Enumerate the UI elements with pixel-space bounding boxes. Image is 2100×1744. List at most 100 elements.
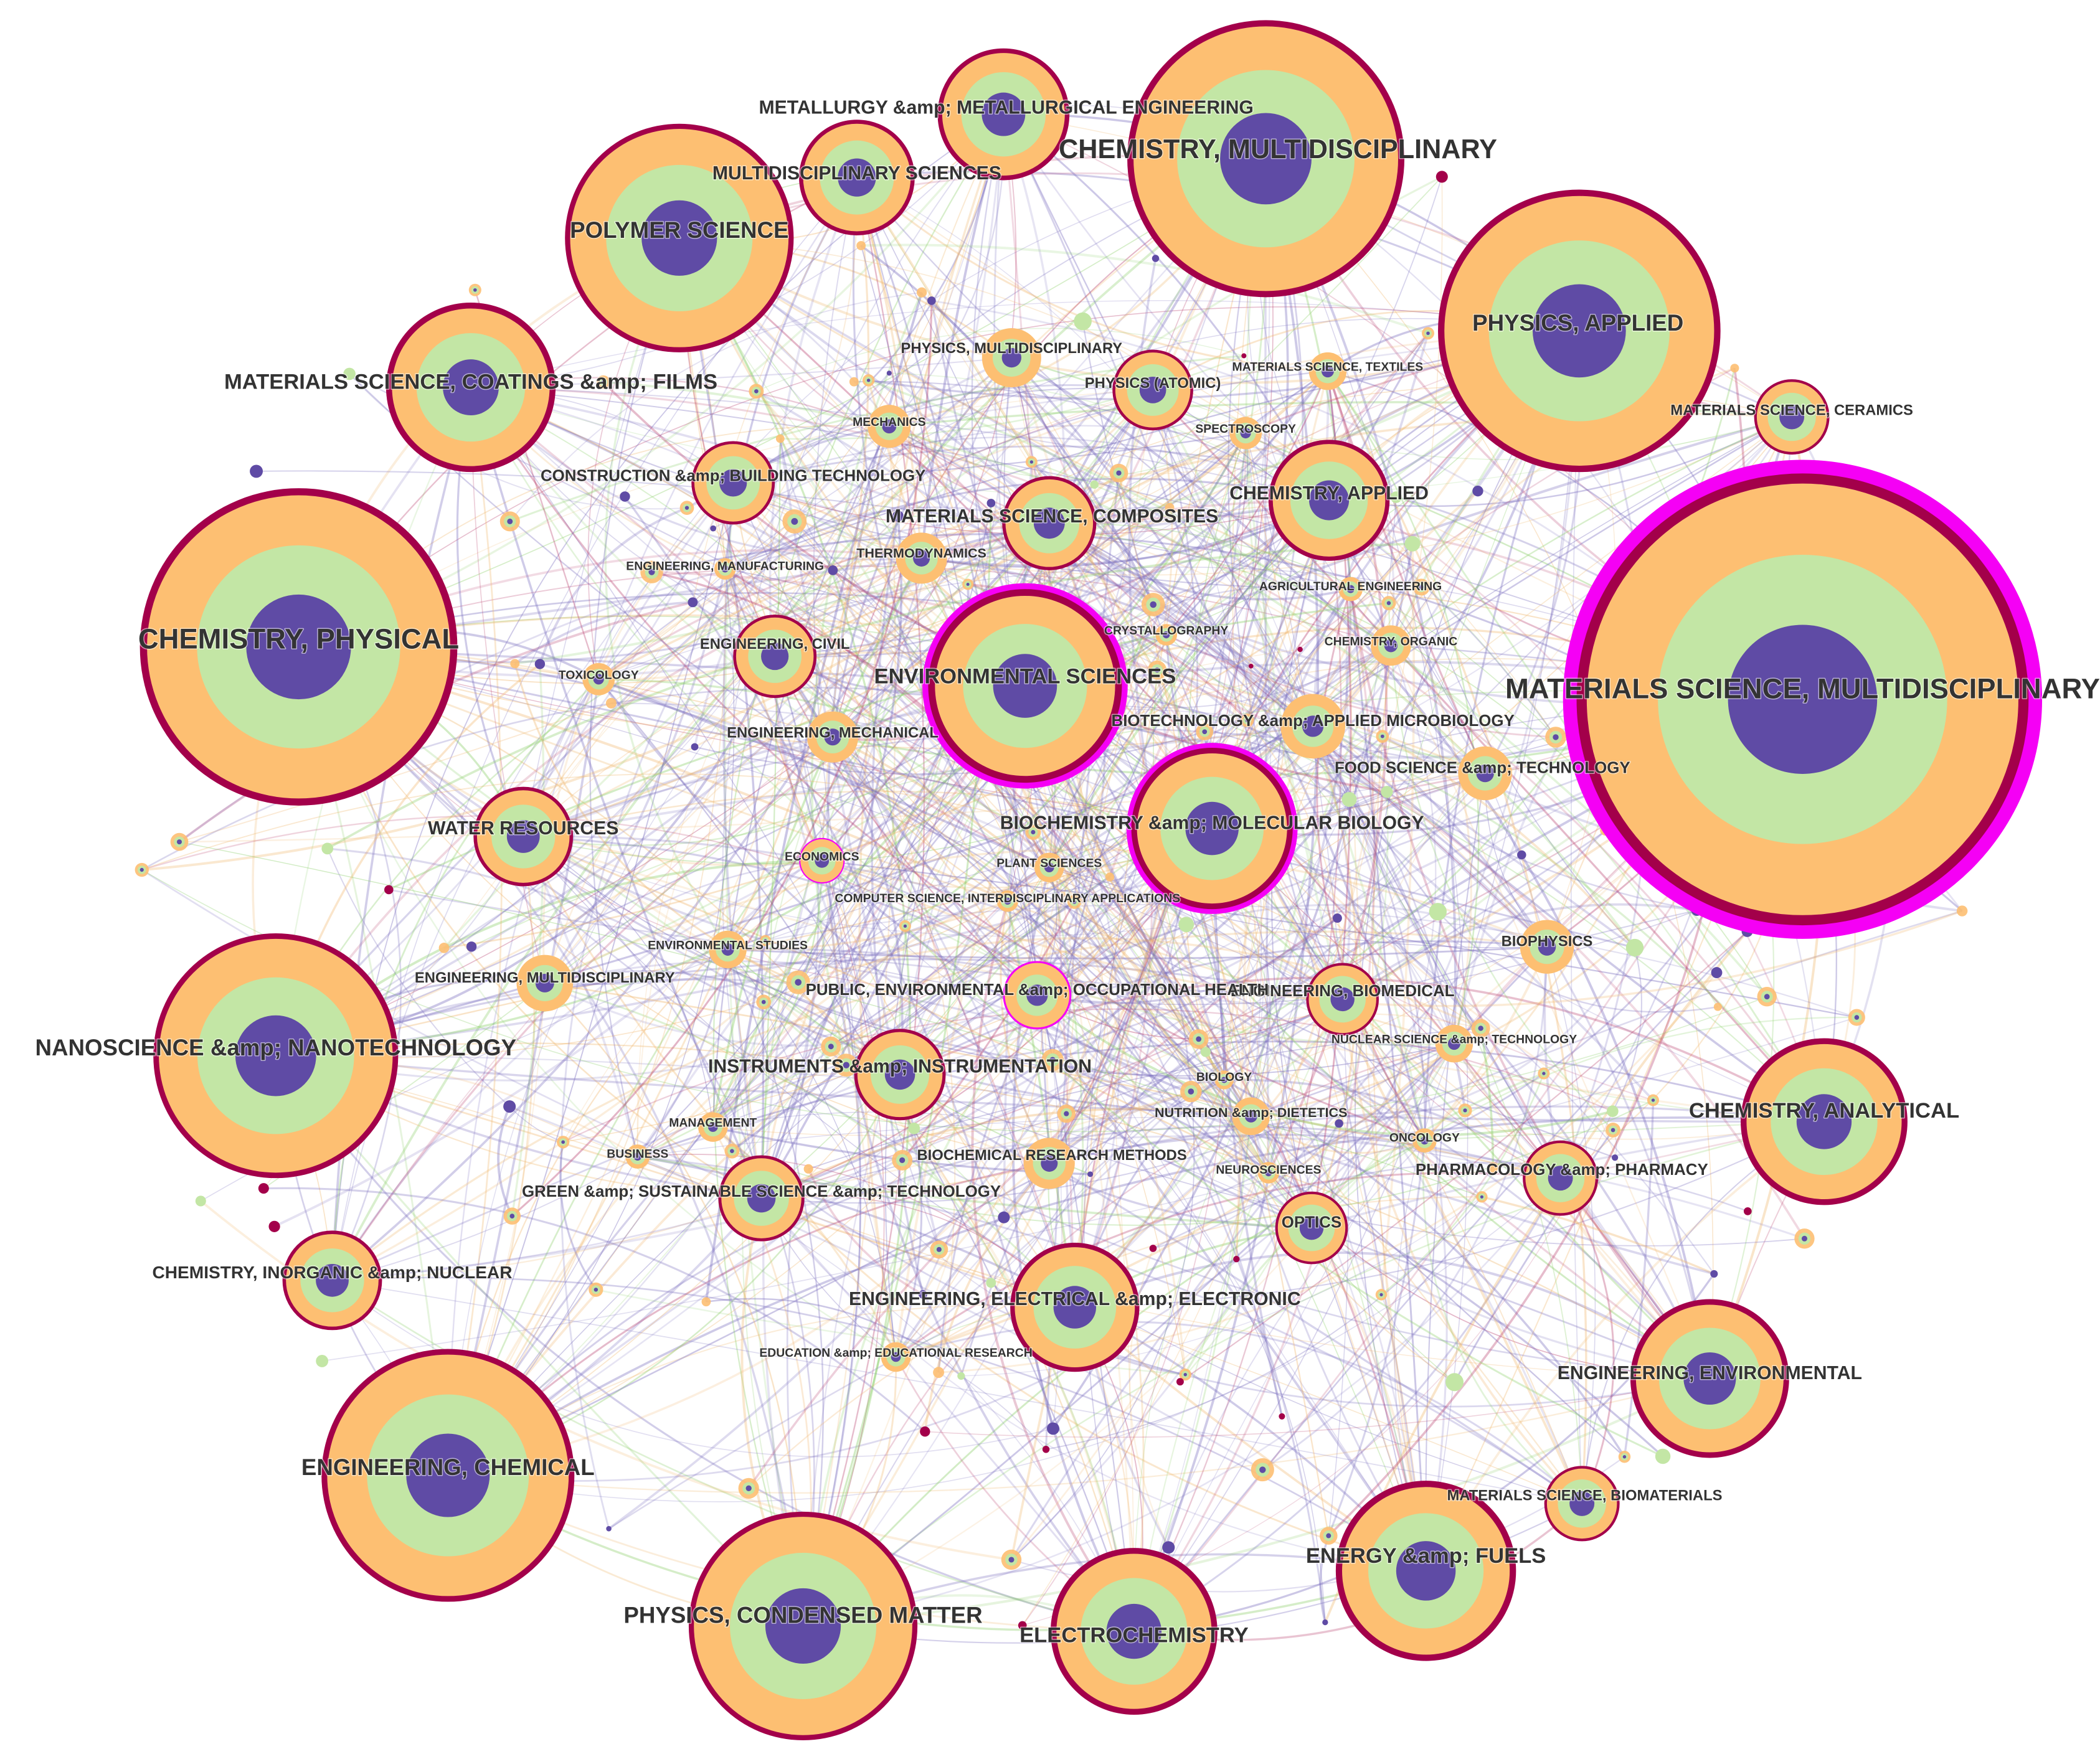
minor-node	[1240, 714, 1254, 727]
node-toxicology	[582, 662, 615, 695]
minor-node	[1517, 850, 1526, 860]
minor-node	[1025, 824, 1041, 840]
network-edge	[1074, 158, 1267, 1308]
node-materials-science-multidisciplinary	[1563, 460, 2043, 939]
network-edge	[1052, 1058, 1664, 1458]
network-edge	[755, 390, 1186, 1375]
node-biophysics	[1520, 920, 1574, 974]
network-edge	[1037, 917, 1338, 1004]
minor-node	[775, 434, 785, 443]
network-edge	[636, 357, 1012, 1157]
network-edge	[921, 416, 1792, 576]
network-edge	[470, 387, 546, 984]
network-edge	[895, 1172, 1561, 1358]
network-edge	[1052, 1058, 1715, 1275]
network-edge	[298, 646, 1635, 949]
node-label-chemistry-inorganic-nuclear: CHEMISTRY, INORGANIC &amp; NUCLEAR	[152, 1263, 512, 1282]
node-nanoscience-nanotechnology	[153, 933, 399, 1179]
node-business	[625, 1144, 650, 1169]
node-chemistry-physical	[140, 488, 458, 806]
network-edge	[1011, 357, 1427, 1571]
minor-node	[343, 367, 356, 380]
network-edge	[141, 472, 1120, 872]
network-edge	[1479, 1028, 1495, 1167]
network-edge	[275, 1055, 1050, 1198]
network-edge	[1066, 1013, 1481, 1115]
node-label-food-science-technology: FOOD SCIENCE &amp; TECHNOLOGY	[1335, 759, 1630, 776]
network-edge	[732, 482, 1548, 948]
network-edge	[692, 318, 1579, 603]
network-edge	[326, 848, 510, 1107]
minor-node	[1476, 1191, 1488, 1203]
network-edge	[544, 848, 1548, 984]
network-edge	[651, 571, 1110, 879]
network-edge	[1246, 720, 1344, 999]
network-edge	[544, 960, 1269, 1174]
node-label-management: MANAGEMENT	[669, 1116, 757, 1130]
network-edge	[1355, 330, 1580, 1572]
network-edge	[1036, 522, 1106, 996]
network-edge	[1312, 725, 1351, 1000]
minor-node	[258, 1183, 269, 1194]
node-label-engineering-electrical-electronic: ENGINEERING, ELECTRICAL &amp; ELECTRONIC	[849, 1289, 1301, 1309]
network-edge	[275, 958, 1343, 1057]
node-multidisciplinary-sciences	[799, 120, 915, 235]
minor-node	[701, 1297, 711, 1307]
minor-node	[1488, 1162, 1498, 1173]
node-metallurgy-metallurgical-engineering	[937, 48, 1070, 181]
minor-node	[1233, 1255, 1240, 1263]
minor-node	[835, 1053, 858, 1077]
network-edge	[523, 835, 1252, 1118]
network-edge	[1133, 331, 1580, 1632]
network-edge	[544, 970, 901, 1075]
network-edge	[1223, 491, 1478, 1080]
minor-node	[749, 384, 764, 399]
network-edge	[896, 1042, 1455, 1359]
node-chemistry-inorganic-nuclear	[282, 1230, 382, 1331]
network-edge	[1021, 1080, 1225, 1626]
node-label-materials-science-composites: MATERIALS SCIENCE, COMPOSITES	[886, 506, 1218, 527]
network-edge	[760, 1108, 1252, 1200]
network-edge	[1345, 588, 1561, 1179]
minor-node	[849, 377, 859, 387]
node-label-engineering-environmental: ENGINEERING, ENVIRONMENTAL	[1558, 1363, 1862, 1383]
network-edge	[560, 372, 890, 1529]
minor-node	[1179, 1369, 1191, 1381]
network-edge	[871, 516, 924, 1295]
network-edge	[896, 1321, 1583, 1505]
network-edge	[598, 114, 1005, 680]
network-edge	[636, 516, 899, 1157]
minor-node	[1611, 1154, 1619, 1161]
network-edge	[1010, 357, 1426, 1141]
node-neurosciences	[1257, 1162, 1280, 1184]
network-edge	[1319, 1535, 1330, 1623]
node-chemistry-organic	[1371, 625, 1411, 666]
node-label-business: BUSINESS	[607, 1147, 668, 1161]
node-label-environmental-sciences: ENVIRONMENTAL SCIENCES	[874, 665, 1176, 689]
network-edge	[447, 357, 1013, 1476]
network-edge	[831, 557, 923, 738]
network-edge	[1024, 685, 1583, 1504]
minor-node	[1042, 1446, 1050, 1453]
minor-node	[1412, 578, 1430, 596]
network-edge	[1224, 1078, 1561, 1179]
network-edge	[470, 387, 1351, 590]
node-education-educational-research	[881, 1342, 911, 1372]
node-label-physics-atomic: PHYSICS (ATOMIC)	[1085, 375, 1221, 392]
network-edge	[523, 330, 1580, 837]
network-edge	[263, 1187, 926, 1433]
network-edge	[1312, 725, 1426, 1141]
network-edge	[930, 299, 1120, 474]
node-chemistry-analytical	[1741, 1038, 1908, 1205]
network-edge	[1312, 726, 1711, 1379]
network-edge	[1327, 1140, 1426, 1537]
network-edge	[831, 357, 1013, 737]
network-edge	[732, 482, 1050, 548]
network-edge	[732, 1100, 1653, 1226]
network-edge	[1010, 645, 1392, 1560]
network-edge	[523, 389, 1153, 837]
network-edge	[1211, 828, 1284, 1417]
network-edge	[899, 1073, 1312, 1229]
network-edge	[141, 773, 1482, 1029]
